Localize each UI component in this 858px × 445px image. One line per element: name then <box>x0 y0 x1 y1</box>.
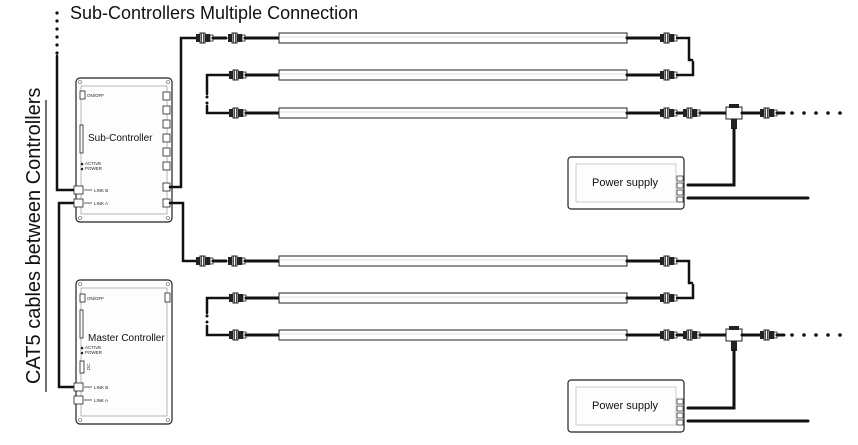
sub-controller-dip-strip <box>79 124 84 154</box>
sub-controller-link-b-port <box>73 185 84 195</box>
light-bar-row-1 <box>195 32 694 62</box>
sub-controller-name: Sub-Controller <box>88 133 153 144</box>
sub-controller-active-label: ACTIVE <box>85 161 101 166</box>
master-controller-dc-label: DC <box>86 363 91 370</box>
master-controller-power-label: POWER <box>85 350 103 355</box>
sub-controller-link-b-label: LINK B <box>94 188 108 193</box>
light-bar-row-2 <box>205 60 695 105</box>
master-controller-active-led <box>80 346 84 350</box>
power-supply-1-label: Power supply <box>592 177 659 189</box>
master-controller-dip-strip <box>79 309 84 339</box>
cat5-cables <box>55 54 76 389</box>
sub-controller-active-led <box>80 162 84 166</box>
top-dotted-chain <box>55 11 59 55</box>
master-controller-link-b-label: LINK B <box>94 385 108 390</box>
master-controller: ON/OFF Master Controller ACTIVE POWER DC… <box>73 279 173 425</box>
sub-controller-link-a-label: LINK A <box>94 201 108 206</box>
master-controller-on-off-label: ON/OFF <box>87 296 104 301</box>
master-controller-power-switch <box>79 293 86 303</box>
sub-controller-output-ports <box>162 91 171 208</box>
master-controller-active-label: ACTIVE <box>85 345 101 350</box>
sub-controller-on-off-label: ON/OFF <box>87 93 104 98</box>
power-supply-2: Power supply <box>567 349 810 433</box>
light-bar-row-4 <box>195 255 694 285</box>
master-controller-link-a-label: LINK A <box>94 398 108 403</box>
light-bar-row-6 <box>205 324 842 352</box>
diagram-title: Sub-Controllers Multiple Connection <box>70 3 358 23</box>
side-label-group: CAT5 cables between Controllers <box>23 88 47 392</box>
light-bar-row-5 <box>205 283 695 324</box>
master-controller-dc-jack <box>79 360 85 374</box>
power-supply-2-label: Power supply <box>592 400 659 412</box>
sub-controller: ON/OFF Sub-Controller ACTIVE POWER LINK … <box>73 77 173 223</box>
master-controller-link-b-port <box>73 382 84 392</box>
bar-group-top: Power supply <box>168 32 842 263</box>
master-controller-link-a-port <box>73 395 84 405</box>
sub-controller-power-led <box>80 167 84 171</box>
light-bar-row-3 <box>205 103 842 130</box>
sub-controller-power-switch <box>79 90 86 100</box>
master-controller-name: Master Controller <box>88 333 165 344</box>
master-controller-power-led <box>80 351 84 355</box>
power-supply-1: Power supply <box>567 127 810 210</box>
side-label: CAT5 cables between Controllers <box>23 88 45 384</box>
sub-controller-power-label: POWER <box>85 166 103 171</box>
sub-controller-link-a-port <box>73 198 84 208</box>
bar-group-bottom: Power supply <box>195 255 842 433</box>
